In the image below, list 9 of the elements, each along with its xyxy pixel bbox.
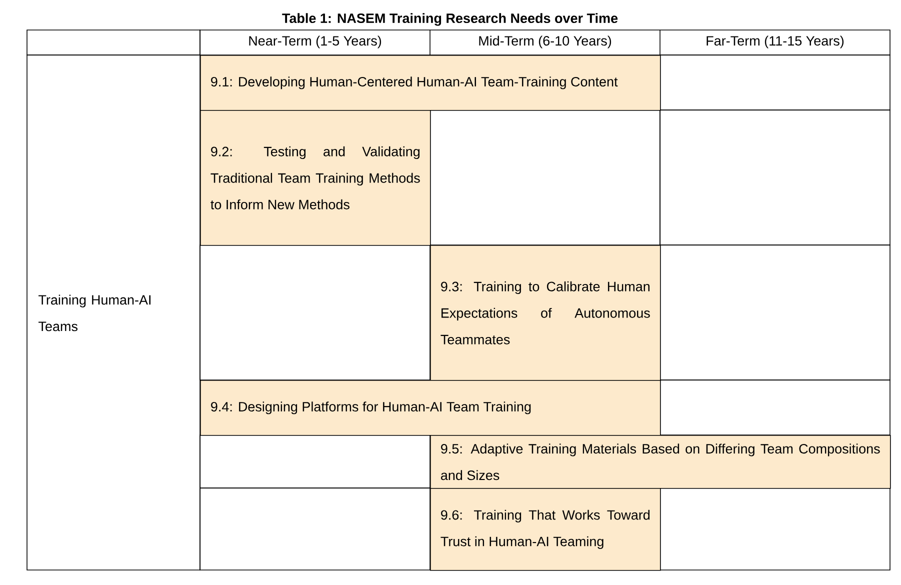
row-header: Training Human-AI Teams [38,294,150,332]
research-need-cell: 9.4: Designing Platforms for Human-AI Team Training [200,380,661,436]
research-need-cell: 9.6: Training That Works Toward Trust in Human-AI Teaming [430,488,661,571]
table-title: Table 1: NASEM Training Research Needs over Time [282,13,618,26]
column-header: Far-Term (11-15 Years) [706,36,844,48]
research-need-cell: 9.2: Testing and Validating Traditional Team Training Methods to Inform New Methods [200,110,431,246]
research-need-cell: 9.3: Training to Calibrate Human Expectations of Autonomous Teammates [430,244,661,381]
research-need-cell: 9.1: Developing Human-Centered Human-AI Team-Training Content [200,55,661,111]
research-need-cell: 9.5: Adaptive Training Materials Based on Differing Team Compositions and Sizes [430,434,891,489]
